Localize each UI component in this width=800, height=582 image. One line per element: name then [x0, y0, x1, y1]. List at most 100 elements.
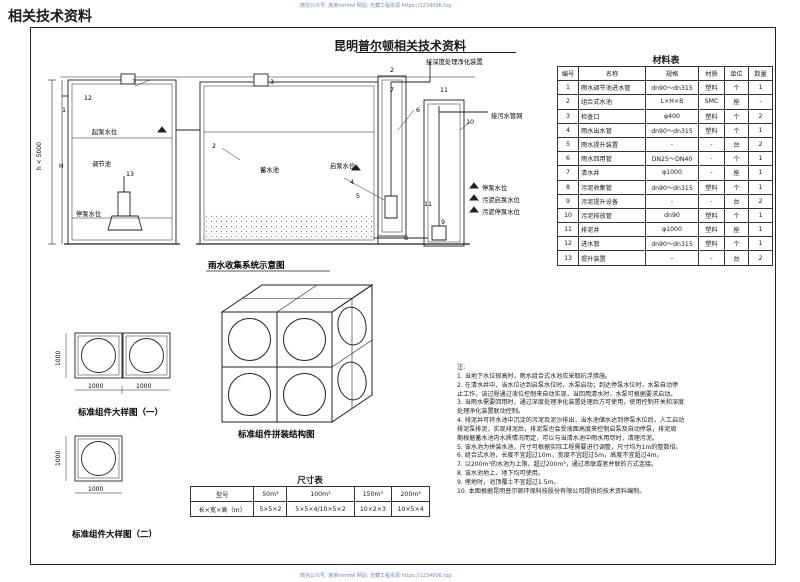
label-storage-tank: 蓄水池	[260, 165, 280, 174]
materials-cell: 13	[557, 250, 579, 266]
note-line: 8. 该水池地上、地下均可使用。	[457, 470, 544, 478]
panel-single-hole	[81, 441, 116, 476]
materials-cell: 污泥排放管	[578, 207, 646, 224]
dim-header-cell: 型号	[189, 486, 255, 502]
drawing-frame	[30, 27, 776, 565]
callout-13: 13	[126, 171, 134, 178]
materials-cell: 塑料	[698, 122, 725, 138]
callout-11: 11	[440, 87, 448, 94]
materials-cell: 个	[723, 80, 749, 96]
materials-cell: SMC	[698, 94, 725, 110]
sludge-pump	[431, 225, 447, 241]
note-line: 10. 本图根据昆明普尔顿环保科技股份有限公司提供的技术资料编制。	[457, 487, 646, 495]
materials-cell: 台	[723, 193, 749, 209]
note-line: 排泥泵排泥，实现排泥后，排泥泵也会受液面高度来控制启泵及自动停泵，排泥周	[457, 425, 677, 433]
standard-detail-1	[65, 332, 171, 394]
level-marker	[469, 182, 479, 189]
callout-6: 6	[416, 107, 420, 114]
callout-2a: 2	[212, 143, 216, 150]
materials-cell: 塑料	[698, 80, 725, 96]
callout-1: 1	[62, 107, 66, 114]
materials-cell: 座	[723, 222, 749, 238]
assembly-caption: 标准组件拼装结构图	[237, 429, 315, 440]
materials-cell: 1	[747, 122, 774, 138]
regulating-access-hatch	[120, 73, 136, 85]
materials-cell: 3	[557, 108, 579, 124]
materials-cell: 10	[557, 207, 579, 224]
right-face	[331, 284, 373, 423]
materials-cell: -	[698, 165, 725, 181]
materials-cell: 2	[747, 108, 774, 124]
materials-cell: 座	[723, 165, 749, 181]
materials-cell: 台	[723, 136, 749, 153]
note-line: 9. 埋地时，池顶覆土不宜超过1.5m。	[457, 478, 560, 486]
panel-single	[74, 435, 123, 482]
level-marker	[469, 206, 479, 213]
materials-header-row: 编号 名称 规格 材质 单位 数量	[557, 65, 774, 82]
detail2-caption: 标准组件大样图（二）	[71, 529, 157, 540]
materials-cell: -	[698, 250, 725, 266]
materials-cell: 1	[747, 236, 774, 252]
materials-cell: -	[747, 94, 774, 110]
callout-11b: 11	[424, 201, 432, 208]
panel-right	[122, 332, 171, 379]
label-height: h < 5000	[36, 142, 43, 170]
materials-cell: L×H×B	[645, 94, 699, 110]
materials-cell: 8	[557, 179, 579, 195]
materials-cell: 1	[747, 222, 774, 238]
level-marker	[157, 126, 167, 133]
note-line: 2. 在清水井中，当水位达到启泵水位时，水泵启动；到达停泵水位时，水泵自动停	[457, 381, 679, 389]
materials-cell: 塑料	[698, 207, 725, 224]
col-material: 材质	[698, 65, 725, 82]
materials-cell: -	[698, 193, 725, 209]
watermark-bottom: 微信公众号: 施荣mmfwl 网站: 无藏工程资源 https://123400…	[300, 573, 452, 579]
level-marker	[469, 194, 479, 201]
dim-header-cell: 100m³	[286, 486, 355, 502]
materials-cell: dn90～dn315	[645, 122, 699, 138]
section-caption: 雨水收集系统示意图	[208, 260, 285, 271]
materials-cell: 台	[723, 250, 749, 266]
detail1-dim-h: 1000	[55, 351, 62, 366]
dim-header-cell: 200m³	[391, 486, 430, 502]
regulating-pump-base	[107, 215, 143, 231]
label-overflow-level: 起泵水位	[92, 127, 118, 136]
materials-cell: 个	[723, 151, 749, 167]
materials-cell: 2	[747, 250, 774, 266]
clear-water-well	[377, 75, 407, 237]
front-bl	[221, 366, 278, 423]
dim-value-cell: 5×5×4/10×5×2	[286, 501, 355, 517]
materials-cell: 座	[723, 94, 749, 110]
materials-cell: 组合式水池	[578, 94, 646, 110]
dim-value-cell: 10×5×4	[391, 501, 430, 517]
dim-value-cell: 5×5×2	[253, 501, 288, 517]
materials-cell: 6	[557, 151, 579, 167]
regulating-tank-wall	[67, 79, 177, 245]
materials-cell: 提升装置	[578, 250, 646, 266]
materials-cell: 雨水出水管	[578, 122, 646, 138]
dimensions-table: 型号 50m³ 100m³ 150m³ 200m³ 长×宽×高（m） 5×5×2…	[189, 486, 430, 517]
label-stop-pump-right: 停泵水位	[482, 183, 508, 192]
label-deep-purify: 接深度处理净化装置	[426, 57, 483, 66]
callout-5: 5	[356, 193, 360, 200]
clear-water-well-inner	[381, 79, 403, 233]
rainwater-system-section	[48, 62, 488, 247]
materials-cell: dn90～dn315	[645, 80, 699, 96]
detail2-dim-w: 1000	[88, 486, 103, 493]
col-spec: 规格	[645, 65, 699, 82]
materials-cell: 2	[747, 193, 774, 209]
materials-cell: 塑料	[698, 236, 725, 252]
assembly-iso	[220, 284, 374, 423]
callout-12: 12	[84, 95, 92, 102]
watermark-top: 微信公众号: 施荣mmfwl 网站: 无藏工程资源 https://123400…	[300, 3, 452, 9]
materials-cell: 2	[557, 94, 579, 110]
notes-block: 注: 1. 当地下水位很高时，雨水组合式水池应采取抗浮措施。2. 在清水井中，当…	[457, 364, 769, 497]
materials-cell: 个	[723, 236, 749, 252]
materials-cell: 11	[557, 222, 579, 238]
